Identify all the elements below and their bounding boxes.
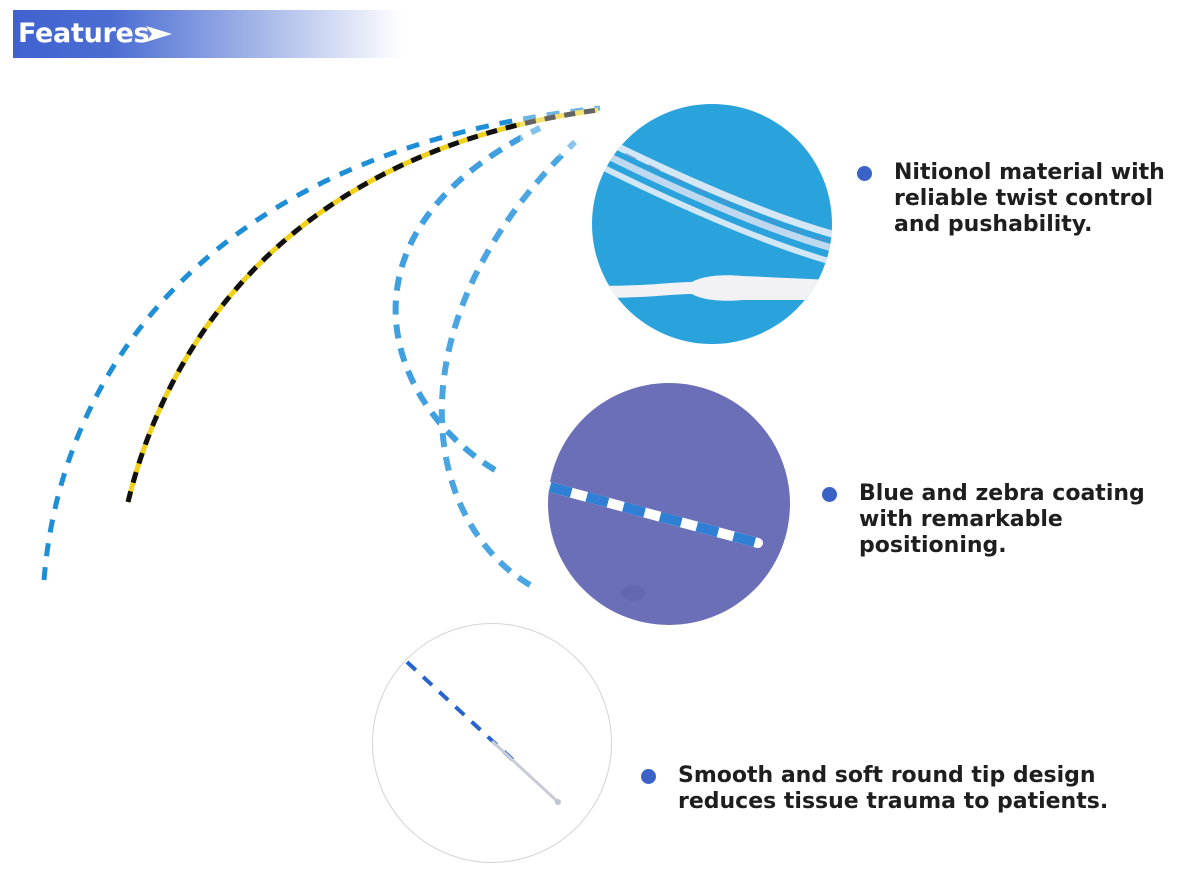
right-arrow-icon <box>146 24 172 48</box>
feature-item: Blue and zebra coating with remarkable p… <box>822 481 1145 559</box>
feature-item: Nitionol material with reliable twist co… <box>857 160 1165 238</box>
coated-wire-closeup-image <box>548 383 790 625</box>
feature-text: Blue and zebra coating with remarkable p… <box>859 481 1145 558</box>
bullet-icon <box>857 166 872 181</box>
header-banner <box>13 10 403 58</box>
bullet-icon <box>822 487 837 502</box>
feature-text: Smooth and soft round tip design reduces… <box>678 763 1109 814</box>
feature-text: Nitionol material with reliable twist co… <box>894 160 1165 237</box>
blue-zebra-wire-inner <box>438 139 578 588</box>
blue-zebra-wire-outer <box>41 105 601 581</box>
page-title: Features <box>18 18 150 49</box>
yellow-black-wire <box>125 107 599 503</box>
nitinol-wire-closeup-image <box>592 104 832 344</box>
bullet-icon <box>641 769 656 784</box>
round-tip-closeup-image <box>372 623 612 863</box>
blue-zebra-wire-middle <box>392 125 542 473</box>
feature-item: Smooth and soft round tip design reduces… <box>641 763 1108 815</box>
